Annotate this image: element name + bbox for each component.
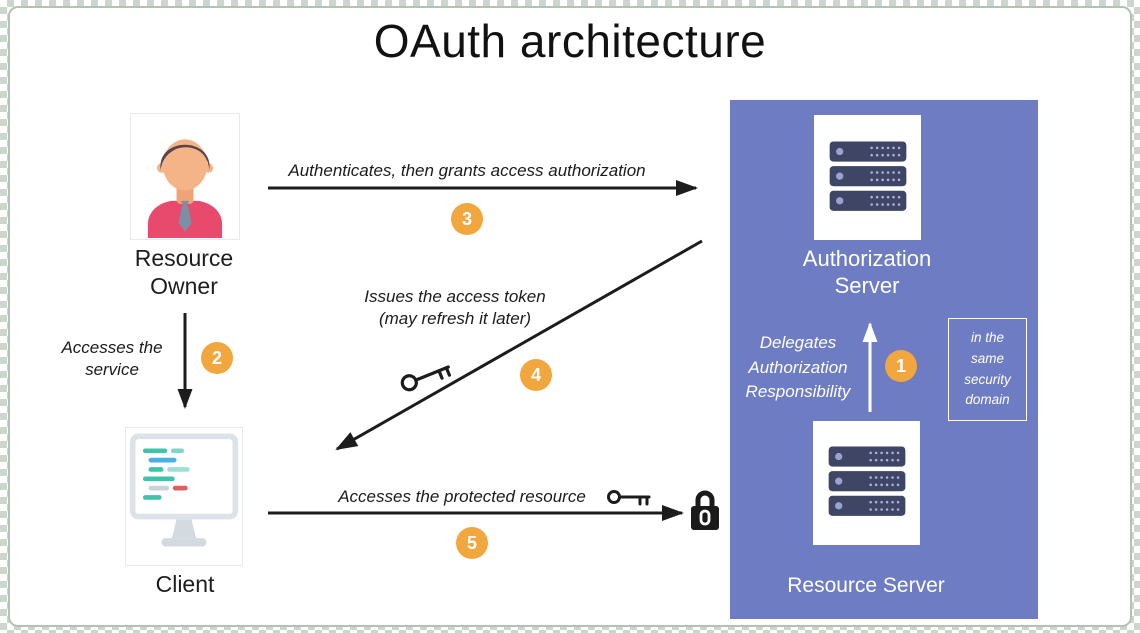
step4-label: Issues the access token (may refresh it … bbox=[364, 287, 546, 328]
authorization-server-icon bbox=[829, 140, 906, 211]
step-badge-5: 5 bbox=[456, 527, 488, 559]
resource-owner-label: Resource Owner bbox=[134, 245, 234, 300]
arrow-step1 bbox=[862, 322, 878, 412]
authorization-server-label: Authorization Server bbox=[802, 246, 932, 298]
resource-owner-card bbox=[130, 113, 240, 240]
step5-label: Accesses the protected resource bbox=[338, 487, 586, 506]
key-icon-step4 bbox=[400, 365, 451, 392]
resource-server-icon bbox=[828, 446, 905, 516]
step-badge-1: 1 bbox=[885, 350, 917, 382]
arrow-step2 bbox=[177, 313, 193, 409]
step3-label: Authenticates, then grants access author… bbox=[288, 161, 646, 180]
diagram-title: OAuth architecture bbox=[373, 15, 767, 67]
authorization-server-card bbox=[814, 115, 921, 240]
arrow-step4 bbox=[335, 239, 703, 451]
lock-icon bbox=[691, 490, 719, 530]
client-card bbox=[125, 427, 243, 566]
step1-label: Delegates Authorization Responsibility bbox=[745, 333, 851, 402]
step2-label: Accesses the service bbox=[61, 338, 163, 379]
security-domain-note: in the same security domain bbox=[948, 318, 1027, 421]
step-badge-3: 3 bbox=[451, 203, 483, 235]
arrow-step5 bbox=[268, 505, 684, 521]
step-badge-2: 2 bbox=[201, 342, 233, 374]
client-label: Client bbox=[155, 571, 215, 597]
key-icon-step5 bbox=[607, 490, 651, 506]
arrow-step3 bbox=[268, 180, 698, 196]
step-badge-4: 4 bbox=[520, 359, 552, 391]
resource-owner-avatar bbox=[132, 115, 238, 238]
client-computer-icon bbox=[129, 433, 239, 546]
resource-server-label: Resource Server bbox=[787, 574, 945, 597]
resource-server-card bbox=[813, 421, 920, 545]
